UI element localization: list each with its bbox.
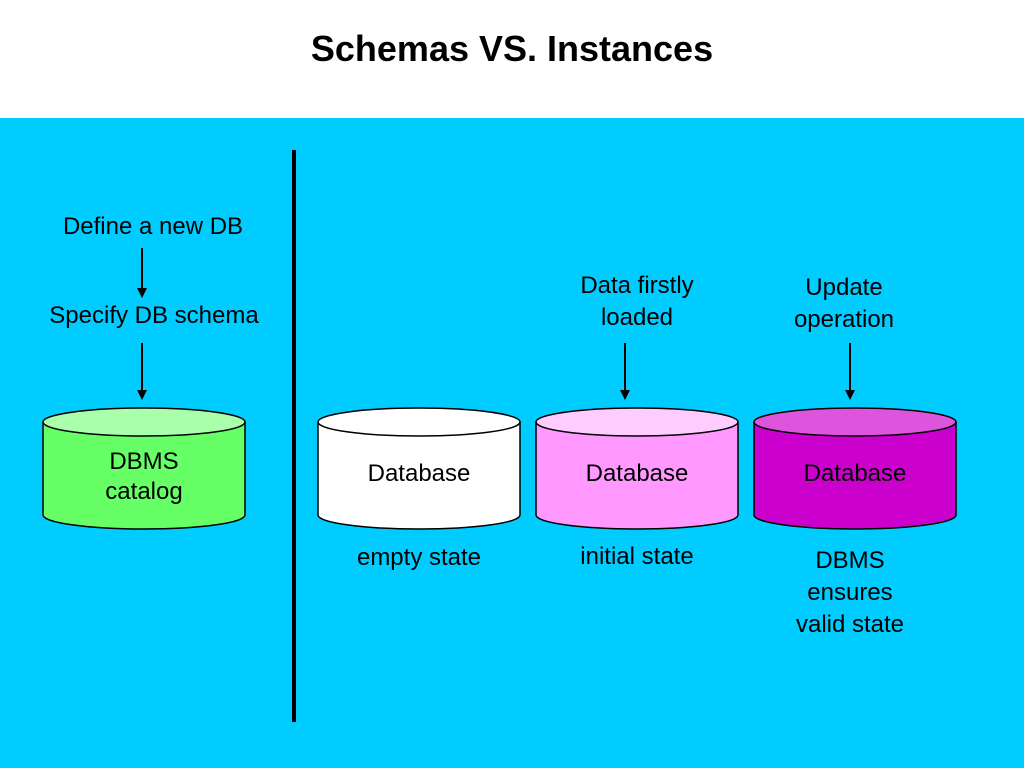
database-empty-cylinder [317, 407, 521, 530]
valid-state-line-3: valid state [795, 611, 905, 638]
database-valid-cylinder [753, 407, 957, 530]
arrow-update-to-valid [845, 343, 855, 400]
arrow-loaded-to-initial [620, 343, 630, 400]
data-firstly-line-2: loaded [600, 304, 674, 331]
update-line-2: operation [793, 306, 895, 333]
valid-state-line-2: ensures [807, 579, 893, 606]
dbms-catalog-cylinder [42, 407, 246, 530]
empty-state-label: empty state [356, 544, 482, 571]
dbms-catalog-label: DBMS catalog [43, 447, 245, 507]
update-line-1: Update [805, 274, 883, 301]
data-firstly-loaded-label: Data firstly loaded [537, 270, 737, 334]
page-title: Schemas VS. Instances [310, 28, 714, 69]
valid-state-label: DBMS ensures valid state [754, 545, 946, 641]
initial-state-label: initial state [580, 543, 694, 570]
arrow-define-to-specify [137, 248, 147, 298]
database-initial-cylinder [535, 407, 739, 530]
database-empty-label: Database [367, 460, 471, 487]
update-operation-label: Update operation [754, 272, 934, 336]
data-firstly-line-1: Data firstly [580, 272, 694, 299]
catalog-line-2: catalog [105, 478, 183, 505]
catalog-line-1: DBMS [109, 448, 179, 475]
define-new-db-label: Define a new DB [62, 213, 244, 240]
database-valid-label: Database [803, 460, 907, 487]
valid-state-line-1: DBMS [815, 547, 885, 574]
specify-db-schema-label: Specify DB schema [49, 302, 259, 329]
database-initial-label: Database [585, 460, 689, 487]
arrow-specify-to-catalog [137, 343, 147, 400]
